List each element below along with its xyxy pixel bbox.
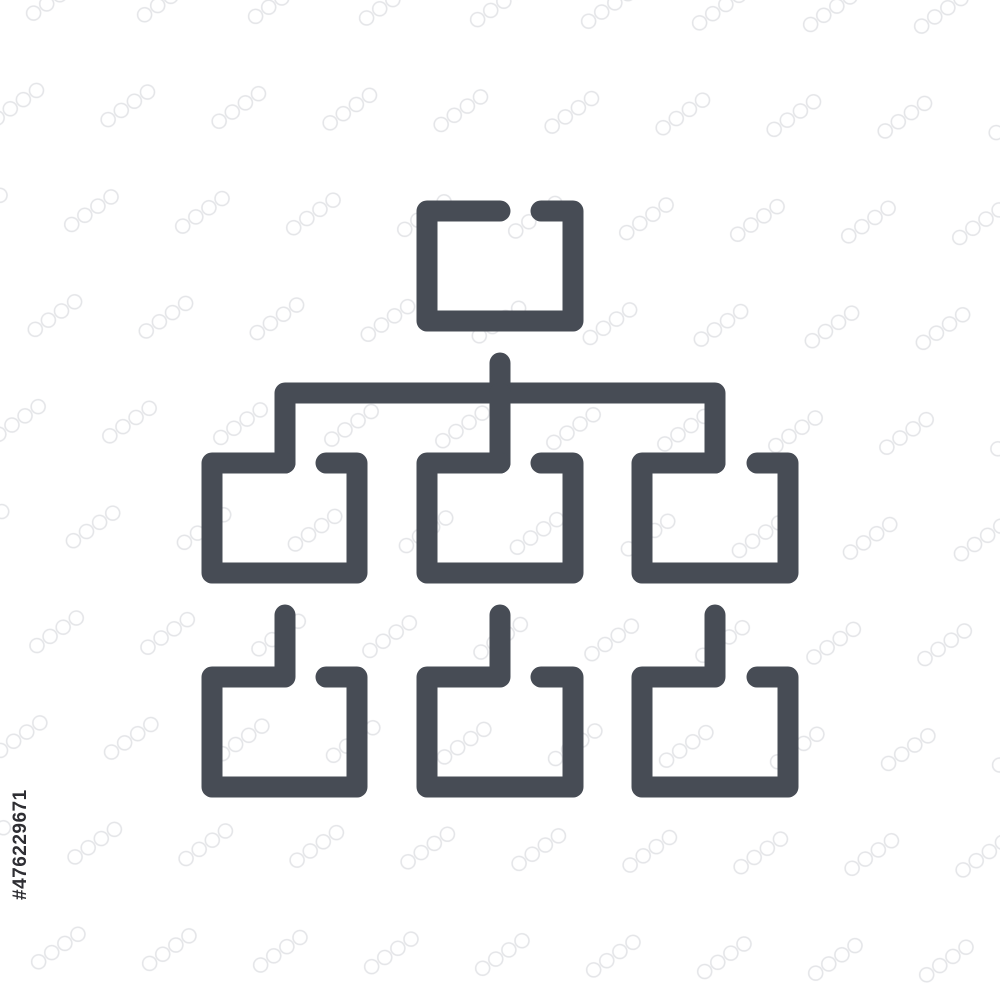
bottom-left-box <box>201 604 368 798</box>
bottom-center-box <box>416 604 584 798</box>
bottom-row <box>201 604 799 798</box>
middle-right-box <box>631 452 799 584</box>
middle-left-box <box>201 452 368 584</box>
bottom-right-box <box>631 604 799 798</box>
top-box-outline <box>416 200 584 332</box>
stock-id-label: #476229671 <box>10 789 31 900</box>
connector-lines <box>274 352 726 474</box>
top-box <box>416 200 584 332</box>
middle-row <box>201 452 799 584</box>
middle-center-box <box>416 452 584 584</box>
